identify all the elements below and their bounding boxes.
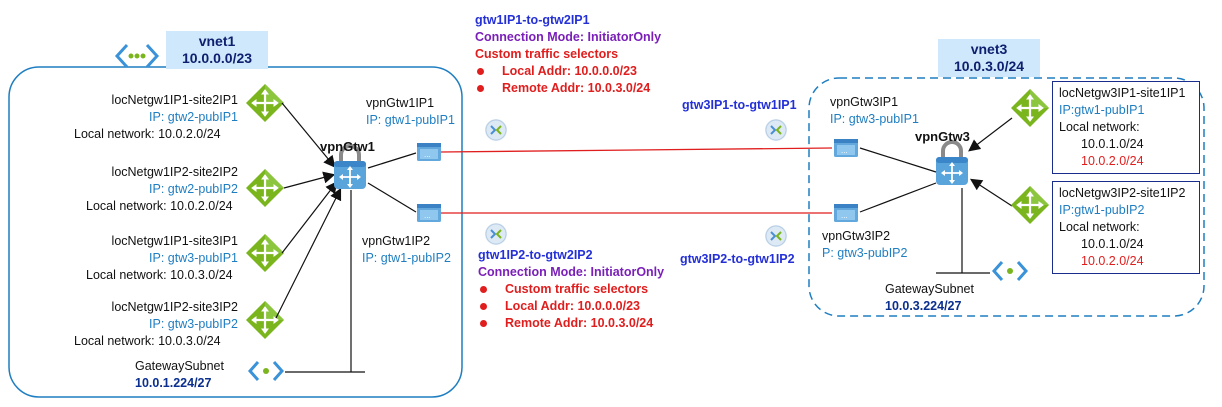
site-network-2: 10.0.2.0/24 [1081, 154, 1144, 168]
site-network-2: 10.0.2.0/24 [1081, 254, 1144, 268]
connection-icon [764, 118, 788, 142]
remote-addr: Remote Addr: 10.0.3.0/24 [478, 315, 664, 332]
subnet-name: GatewaySubnet [885, 282, 974, 296]
connection-icon [764, 224, 788, 248]
site-name: locNetgw1IP1-site2IP1 [111, 93, 238, 107]
gateway-subnet-3: GatewaySubnet 10.0.3.224/27 [885, 281, 974, 315]
site-ip: IP:gtw1-pubIP1 [1059, 103, 1145, 117]
right-site-1: locNetgw3IP1-site1IP1 IP:gtw1-pubIP1 Loc… [1052, 81, 1200, 174]
site-network-label: Local network: [1059, 220, 1140, 234]
subnet-cidr: 10.0.3.224/27 [885, 299, 962, 313]
site-ip: IP: gtw3-pubIP2 [149, 317, 238, 331]
site-ip: IP: gtw3-pubIP1 [149, 251, 238, 265]
connection-bottom-info: gtw1IP2-to-gtw2IP2 Connection Mode: Init… [478, 247, 664, 332]
vpn-gateway-1-name: vpnGtw1 [320, 139, 375, 154]
vpn-gtw1-ip1: vpnGtw1IP1 IP: gtw1-pubIP1 [366, 95, 455, 129]
vpn-gtw3-ip1: vpnGtw3IP1 IP: gtw3-pubIP1 [830, 94, 919, 128]
connection-title: gtw1IP1-to-gtw2IP1 [475, 13, 590, 27]
ip-config-name: vpnGtw1IP1 [366, 96, 435, 110]
vnet3-name: vnet3 [970, 41, 1008, 57]
site-network: Local network: 10.0.3.0/24 [86, 268, 233, 282]
vpn-gtw1-ip2: vpnGtw1IP2 IP: gtw1-pubIP2 [362, 233, 451, 267]
site-network: Local network: 10.0.2.0/24 [74, 127, 221, 141]
connection-top-info: gtw1IP1-to-gtw2IP1 Connection Mode: Init… [475, 12, 661, 97]
site-name: locNetgw1IP2-site2IP2 [111, 165, 238, 179]
public-ip-icon [834, 139, 858, 157]
remote-addr: Remote Addr: 10.0.3.0/24 [475, 80, 661, 97]
site-network: Local network: 10.0.2.0/24 [86, 199, 233, 213]
ip-config-value: IP: gtw1-pubIP2 [362, 251, 451, 265]
vpn-gateway-3-name: vpnGtw3 [915, 129, 970, 144]
ip-config-name: vpnGtw1IP2 [362, 234, 431, 248]
site-network-1: 10.0.1.0/24 [1081, 237, 1144, 251]
traffic-selectors: Custom traffic selectors [478, 281, 664, 298]
site-ip: IP: gtw2-pubIP2 [149, 182, 238, 196]
traffic-selectors: Custom traffic selectors [475, 47, 619, 61]
site-ip: IP:gtw1-pubIP2 [1059, 203, 1145, 217]
ip-config-name: vpnGtw3IP2 [822, 229, 891, 243]
local-addr: Local Addr: 10.0.0.0/23 [478, 298, 664, 315]
left-site-3: locNetgw1IP1-site3IP1 IP: gtw3-pubIP1 [90, 233, 238, 267]
right-site-2: locNetgw3IP2-site1IP2 IP:gtw1-pubIP2 Loc… [1052, 181, 1200, 274]
site-network-label: Local network: [1059, 120, 1140, 134]
local-addr: Local Addr: 10.0.0.0/23 [475, 63, 661, 80]
subnet-icon [247, 361, 285, 381]
vnet1-label: vnet1 10.0.0.0/23 [166, 31, 268, 69]
subnet-icon [991, 261, 1029, 281]
connection-mode: Connection Mode: InitiatorOnly [475, 30, 662, 44]
ip-config-value: IP: gtw3-pubIP1 [830, 112, 919, 126]
subnet-cidr: 10.0.1.224/27 [135, 376, 212, 390]
vnet3-label: vnet3 10.0.3.0/24 [938, 39, 1040, 77]
left-site-2: locNetgw1IP2-site2IP2 IP: gtw2-pubIP2 [90, 164, 238, 198]
site-network-1: 10.0.1.0/24 [1081, 137, 1144, 151]
public-ip-icon [417, 143, 441, 161]
site-name: locNetgw1IP1-site3IP1 [111, 234, 238, 248]
public-ip-icon [417, 204, 441, 222]
left-site-1: locNetgw1IP1-site2IP1 IP: gtw2-pubIP1 [90, 92, 238, 126]
site-ip: IP: gtw2-pubIP1 [149, 110, 238, 124]
connection-title: gtw1IP2-to-gtw2IP2 [478, 248, 593, 262]
vnet1-name: vnet1 [198, 33, 236, 49]
vnet3-cidr: 10.0.3.0/24 [953, 58, 1025, 74]
connection-mode: Connection Mode: InitiatorOnly [478, 265, 665, 279]
connection-right-bottom: gtw3IP2-to-gtw1IP2 [680, 252, 795, 266]
site-network: Local network: 10.0.3.0/24 [74, 334, 221, 348]
vnet1-icon [115, 43, 159, 69]
connection-right-top: gtw3IP1-to-gtw1IP1 [682, 98, 797, 112]
ip-config-value: P: gtw3-pubIP2 [822, 246, 908, 260]
vpn-gtw3-ip2: vpnGtw3IP2 P: gtw3-pubIP2 [822, 228, 907, 262]
public-ip-icon [834, 204, 858, 222]
gateway-subnet-1: GatewaySubnet 10.0.1.224/27 [135, 358, 224, 392]
vnet1-cidr: 10.0.0.0/23 [181, 50, 253, 66]
site-name: locNetgw3IP1-site1IP1 [1059, 86, 1186, 100]
ip-config-name: vpnGtw3IP1 [830, 95, 899, 109]
connection-icon [484, 118, 508, 142]
site-name: locNetgw3IP2-site1IP2 [1059, 186, 1186, 200]
tunnel-1 [440, 147, 833, 153]
site-name: locNetgw1IP2-site3IP2 [111, 300, 238, 314]
left-site-4: locNetgw1IP2-site3IP2 IP: gtw3-pubIP2 [90, 299, 238, 333]
connection-icon [484, 222, 508, 246]
subnet-name: GatewaySubnet [135, 359, 224, 373]
ip-config-value: IP: gtw1-pubIP1 [366, 113, 455, 127]
